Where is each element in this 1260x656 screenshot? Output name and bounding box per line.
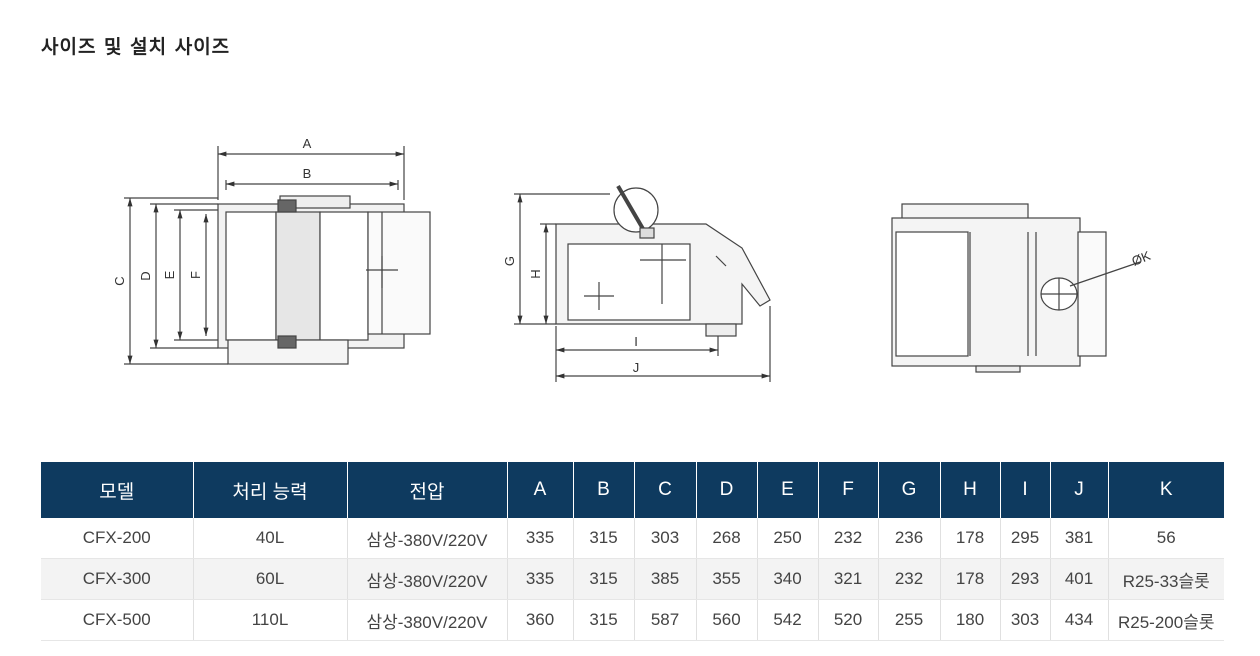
table-cell: 360 [507, 599, 574, 641]
table-cell: 381 [1050, 518, 1109, 559]
spec-table: 모델 처리 능력 전압 A B C D E F G H I J K CFX-20… [41, 462, 1224, 641]
table-cell: 401 [1050, 558, 1109, 600]
page-title: 사이즈 및 설치 사이즈 [41, 36, 231, 58]
side-view-drawing [514, 184, 771, 382]
dimension-drawings: A B C D E F G H I J [112, 136, 1153, 382]
table-cell: 560 [696, 599, 758, 641]
header-c: C [634, 462, 697, 518]
table-row: CFX-200 40L 삼상-380V/220V 335 315 303 268… [41, 518, 1224, 559]
label-f: F [188, 271, 203, 279]
label-g: G [502, 256, 517, 266]
header-capacity: 처리 능력 [193, 462, 348, 518]
header-i: I [1000, 462, 1051, 518]
table-cell: 335 [507, 558, 574, 600]
header-f: F [818, 462, 879, 518]
table-cell: 434 [1050, 599, 1109, 641]
table-cell: 60L [193, 558, 348, 600]
label-a: A [303, 136, 312, 151]
table-cell: 180 [940, 599, 1001, 641]
header-d: D [696, 462, 758, 518]
table-cell: 303 [634, 518, 697, 559]
table-cell: 232 [878, 558, 941, 600]
table-cell: 293 [1000, 558, 1051, 600]
table-cell: 340 [757, 558, 819, 600]
table-row: CFX-300 60L 삼상-380V/220V 335 315 385 355… [41, 558, 1224, 600]
table-cell: CFX-300 [41, 558, 194, 600]
table-cell: 295 [1000, 518, 1051, 559]
table-cell: 315 [573, 599, 635, 641]
label-j: J [633, 360, 640, 375]
header-g: G [878, 462, 941, 518]
header-voltage: 전압 [347, 462, 508, 518]
table-cell: 255 [878, 599, 941, 641]
table-cell: 587 [634, 599, 697, 641]
table-cell: 250 [757, 518, 819, 559]
header-j: J [1050, 462, 1109, 518]
table-cell: 178 [940, 518, 1001, 559]
header-e: E [757, 462, 819, 518]
label-h: H [528, 269, 543, 278]
header-b: B [573, 462, 635, 518]
header-model: 모델 [41, 462, 194, 518]
header-h: H [940, 462, 1001, 518]
table-cell: CFX-500 [41, 599, 194, 641]
header-k: K [1108, 462, 1224, 518]
table-cell: 335 [507, 518, 574, 559]
table-cell: 321 [818, 558, 879, 600]
label-i: I [634, 334, 638, 349]
table-cell: R25-33슬롯 [1108, 558, 1224, 600]
table-cell: 385 [634, 558, 697, 600]
front-view-drawing [891, 203, 1141, 373]
label-c: C [112, 276, 127, 285]
label-k: ØK [1130, 248, 1153, 269]
table-cell: 110L [193, 599, 348, 641]
table-cell: 236 [878, 518, 941, 559]
table-cell: 268 [696, 518, 758, 559]
table-header-row: 모델 처리 능력 전압 A B C D E F G H I J K [41, 462, 1224, 518]
table-cell: CFX-200 [41, 518, 194, 559]
table-cell: 삼상-380V/220V [347, 518, 508, 559]
label-b: B [303, 166, 312, 181]
table-cell: 315 [573, 518, 635, 559]
table-cell: 56 [1108, 518, 1224, 559]
table-cell: 315 [573, 558, 635, 600]
top-view-drawing [124, 146, 431, 365]
table-cell: 40L [193, 518, 348, 559]
table-cell: 355 [696, 558, 758, 600]
table-cell: R25-200슬롯 [1108, 599, 1224, 641]
table-cell: 303 [1000, 599, 1051, 641]
table-cell: 542 [757, 599, 819, 641]
table-cell: 232 [818, 518, 879, 559]
table-cell: 178 [940, 558, 1001, 600]
table-row: CFX-500 110L 삼상-380V/220V 360 315 587 56… [41, 599, 1224, 641]
header-a: A [507, 462, 574, 518]
table-cell: 520 [818, 599, 879, 641]
label-d: D [138, 271, 153, 280]
label-e: E [162, 270, 177, 279]
table-cell: 삼상-380V/220V [347, 558, 508, 600]
table-cell: 삼상-380V/220V [347, 599, 508, 641]
